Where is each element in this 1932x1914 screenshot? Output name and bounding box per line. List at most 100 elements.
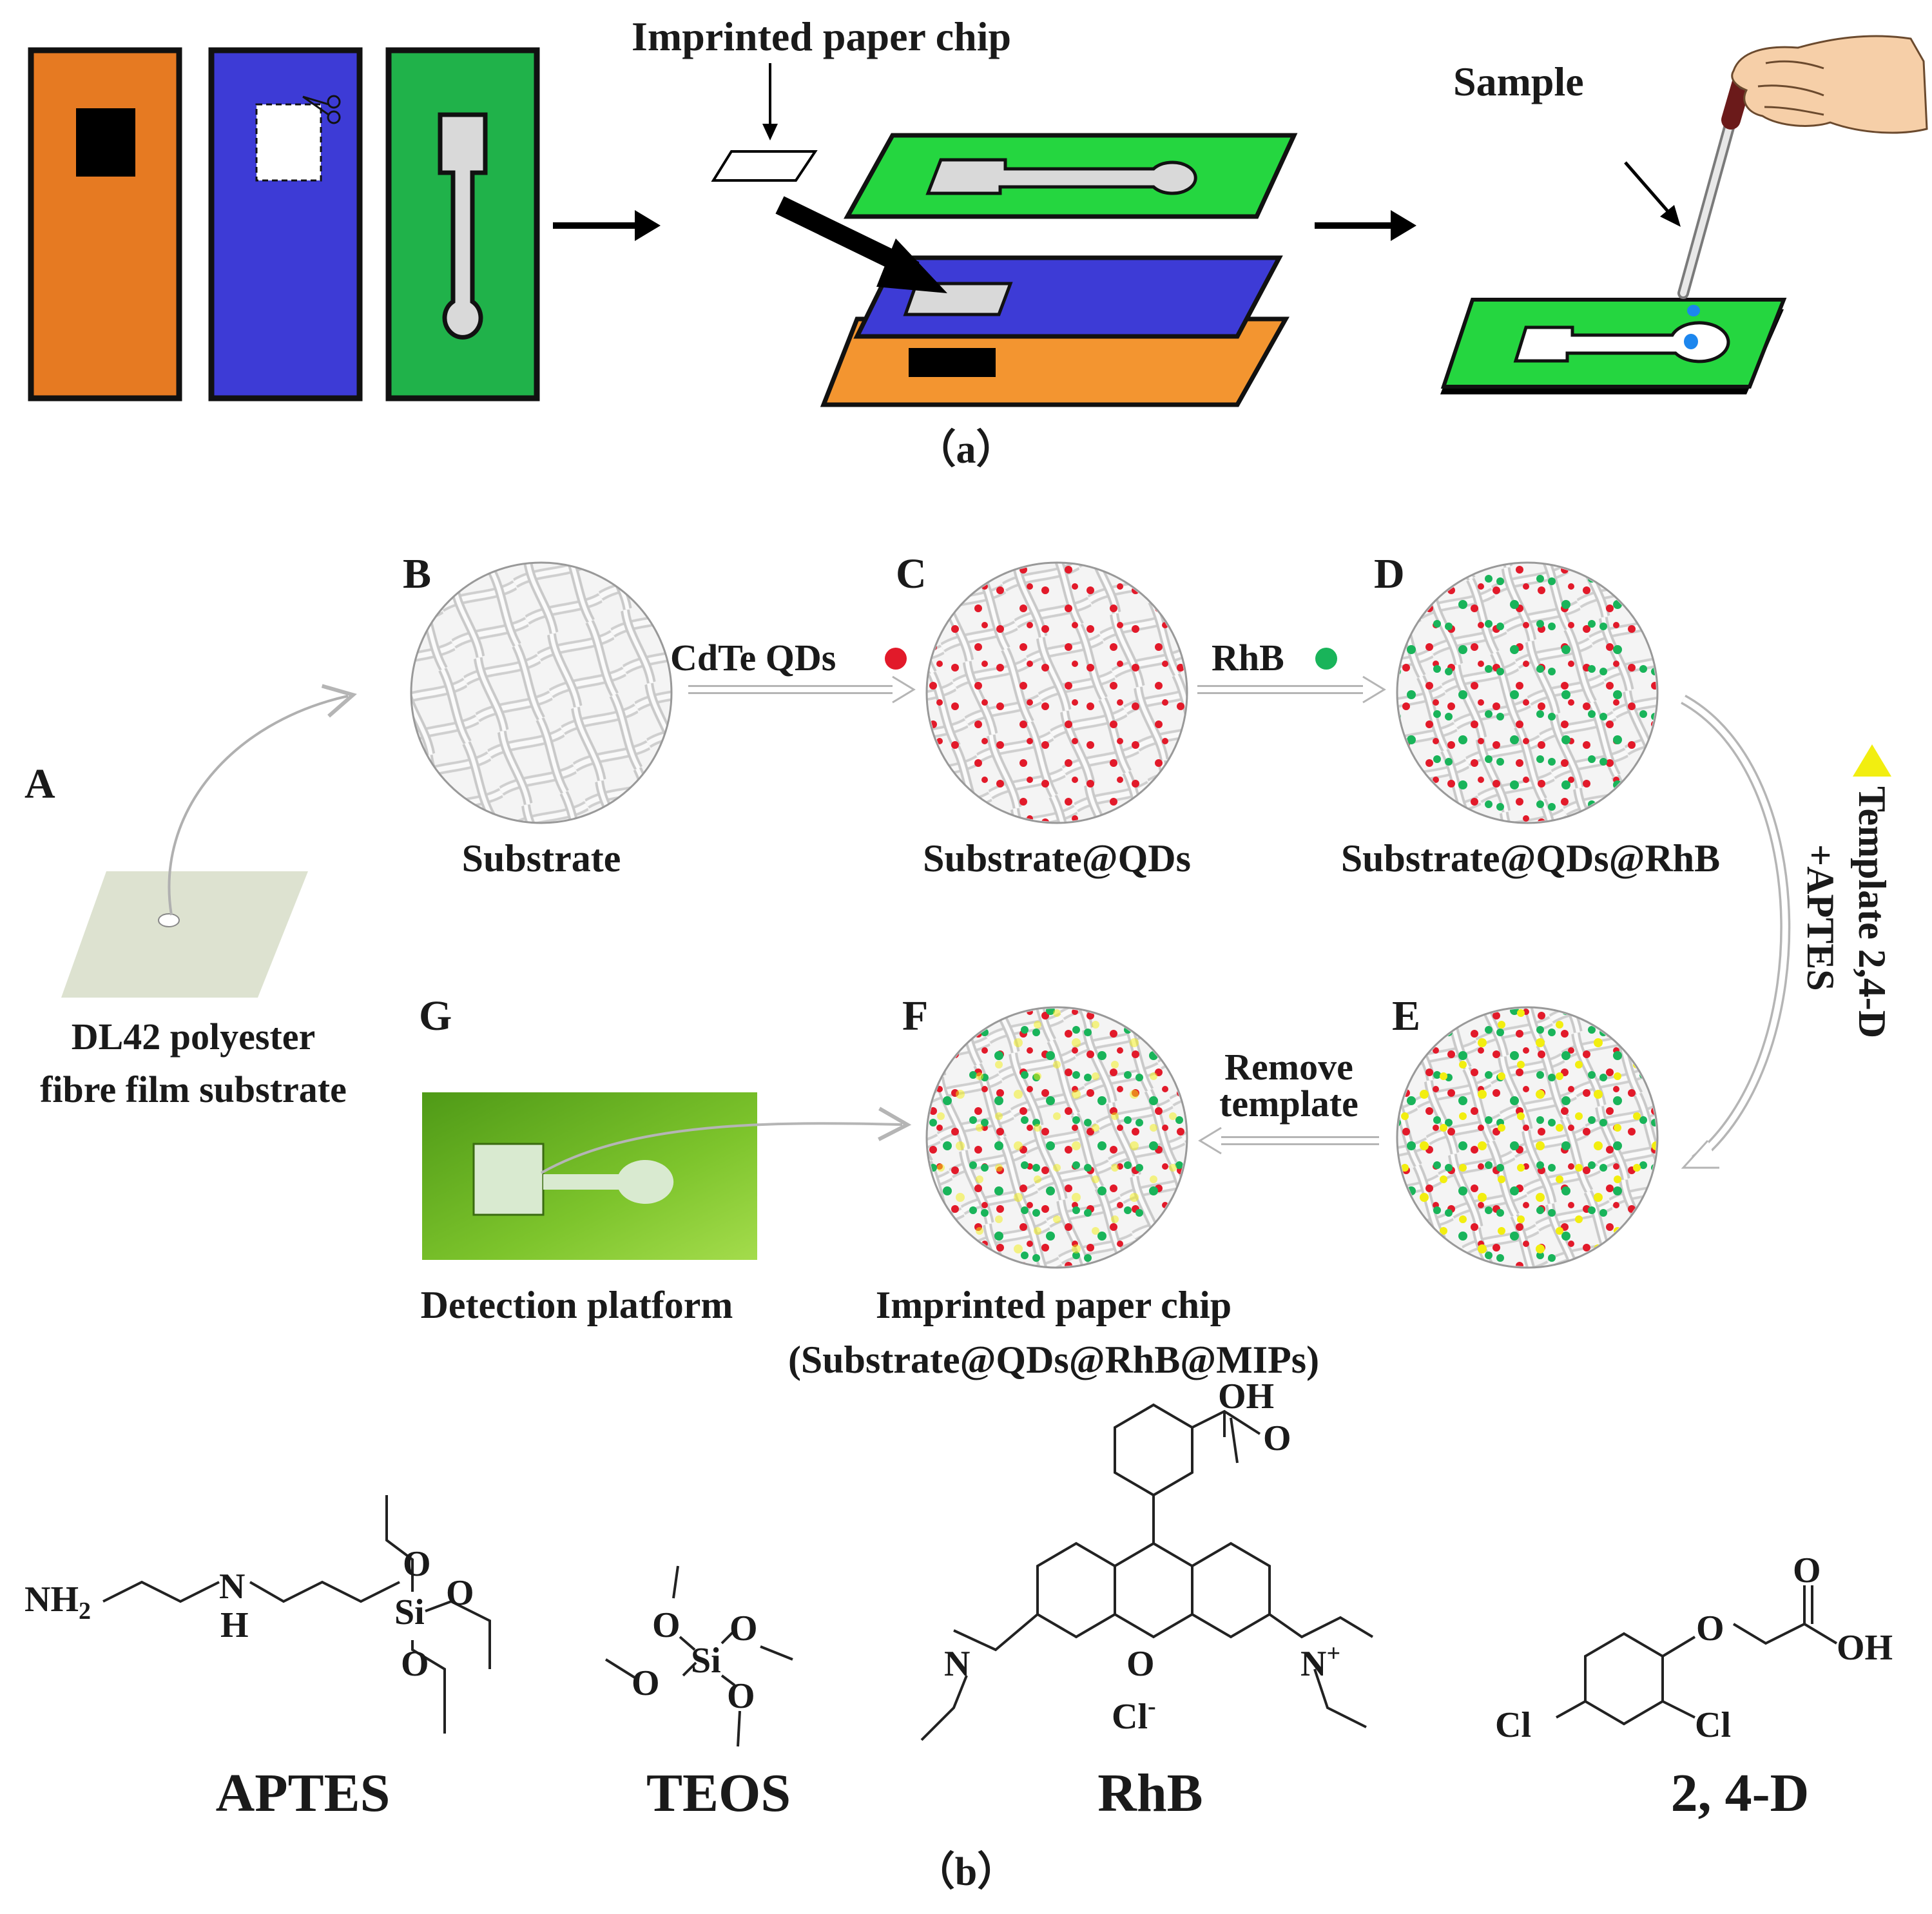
aptes-nh2: NH2 (24, 1580, 91, 1625)
arrow-g-to-f (541, 1107, 912, 1174)
label-f-line2: (Substrate@QDs@RhB@MIPs) (788, 1339, 1319, 1381)
sample-drop-upper (1687, 305, 1700, 316)
stack-blue-layer (853, 255, 1283, 339)
big-black-arrow-head (876, 238, 947, 293)
label-template: template (1219, 1083, 1358, 1125)
arrow-b-to-c-head (892, 675, 916, 704)
sample-chip-channel (1513, 321, 1730, 363)
d24-name: 2, 4-D (1671, 1763, 1810, 1823)
aptes-o-top: O (403, 1544, 431, 1584)
orange-layer (28, 47, 182, 401)
aptes-n: N (219, 1567, 245, 1607)
label-c: Substrate@QDs (923, 837, 1191, 880)
circle-e-with-template (1396, 1006, 1659, 1269)
rhb-dot-icon (1315, 648, 1337, 670)
orange-layer-black-square (76, 108, 135, 177)
rhb-o-ring: O (1126, 1644, 1155, 1684)
sample-arrow (1624, 161, 1670, 214)
circle-c-substrate-qds (925, 561, 1188, 824)
d24-oh: OH (1837, 1628, 1893, 1668)
dropper-icon (1677, 70, 1752, 299)
sample-drop-lower (1684, 334, 1698, 349)
label-f-line1: Imprinted paper chip (876, 1284, 1232, 1326)
arrow-c-to-d-head (1362, 675, 1386, 704)
sample-label: Sample (1453, 59, 1584, 104)
caption-b: （b） (915, 1849, 1017, 1894)
aptes-h: H (220, 1605, 249, 1645)
substrate-film (61, 871, 308, 998)
letter-a: A (24, 760, 55, 807)
label-b: Substrate (462, 837, 621, 880)
arrow-e-to-f-head (1198, 1126, 1222, 1155)
arrow-d-to-e-inner (1681, 697, 1788, 1163)
aptes-o-bottom: O (401, 1644, 429, 1684)
arrow-d-to-e-head (1681, 1139, 1719, 1169)
small-down-arrow-head (762, 124, 778, 140)
circle-d-substrate-qds-rhb (1396, 561, 1659, 824)
teos-name: TEOS (646, 1763, 791, 1823)
panel-a: Imprinted paper chip Sample (28, 14, 1928, 472)
scissors-icon (302, 95, 341, 124)
letter-b: B (403, 550, 431, 597)
d24-cl-left: Cl (1495, 1705, 1531, 1745)
detection-platform-channel (543, 1160, 674, 1204)
label-rhb-arrow: RhB (1212, 637, 1284, 679)
teos-o-top: O (652, 1605, 681, 1645)
d24-cl-right: Cl (1695, 1705, 1731, 1745)
qds-dot-icon (885, 648, 907, 670)
teos-o-bottom: O (727, 1676, 755, 1716)
arrow-a1-head (635, 210, 661, 241)
rhb-name: RhB (1097, 1763, 1203, 1823)
aptes-si: Si (394, 1592, 425, 1632)
sample-arrow-head (1660, 205, 1681, 227)
rhb-oh: OH (1218, 1377, 1274, 1416)
substrate-film-spot (158, 913, 180, 927)
teos-si: Si (691, 1641, 721, 1681)
label-aptes-plus: +APTES (1799, 844, 1842, 991)
imprinted-chip-piece (711, 150, 818, 182)
rhb-cl: Cl- (1112, 1693, 1156, 1737)
d24-o-carbonyl: O (1793, 1551, 1821, 1590)
arrow-a-to-b (168, 684, 357, 916)
film-label-line2: fibre film substrate (40, 1068, 347, 1110)
d24-o-ether: O (1696, 1609, 1724, 1648)
film-label-line1: DL42 polyester (72, 1016, 316, 1058)
molecule-aptes (102, 1495, 491, 1734)
hand-icon (1731, 35, 1928, 134)
letter-g: G (419, 992, 452, 1039)
arrow-d-to-e (1681, 695, 1791, 1165)
stack-orange-black (909, 348, 996, 377)
blue-layer-cut-window (255, 103, 322, 182)
aptes-name: APTES (216, 1763, 391, 1823)
letter-c: C (896, 550, 927, 597)
arrow-a2-head (1391, 210, 1416, 241)
rhb-o-carbonyl: O (1263, 1418, 1291, 1458)
caption-a: （a） (916, 427, 1016, 472)
blue-layer (208, 47, 363, 401)
green-layer-channel (438, 112, 488, 340)
circle-b-substrate (410, 561, 673, 824)
label-cdte-qds: CdTe QDs (670, 637, 836, 679)
label-g: Detection platform (421, 1284, 733, 1326)
molecule-teos (604, 1565, 793, 1747)
stack-green-channel (925, 158, 1197, 195)
rhb-n-left: N (944, 1644, 970, 1684)
molecule-rhb (920, 1403, 1374, 1741)
teos-o-left: O (632, 1663, 660, 1703)
letter-d: D (1374, 550, 1405, 597)
aptes-o-right: O (446, 1573, 474, 1613)
detection-platform-window (472, 1143, 545, 1216)
teos-o-right: O (729, 1609, 758, 1648)
label-remove: Remove (1224, 1046, 1353, 1088)
template-triangle-icon (1853, 744, 1891, 777)
molecule-24d (1556, 1585, 1838, 1726)
label-template-24d: Template 2,4-D (1851, 786, 1893, 1038)
circle-f-imprinted-chip (925, 1006, 1188, 1269)
letter-f: F (902, 992, 928, 1039)
label-d: Substrate@QDs@RhB (1341, 837, 1720, 880)
imprinted-chip-label: Imprinted paper chip (632, 14, 1011, 59)
panel-b: A B C D E F G DL42 polyester fibre film … (24, 550, 1893, 1381)
rhb-n-right: N+ (1300, 1640, 1340, 1684)
letter-e: E (1392, 992, 1420, 1039)
